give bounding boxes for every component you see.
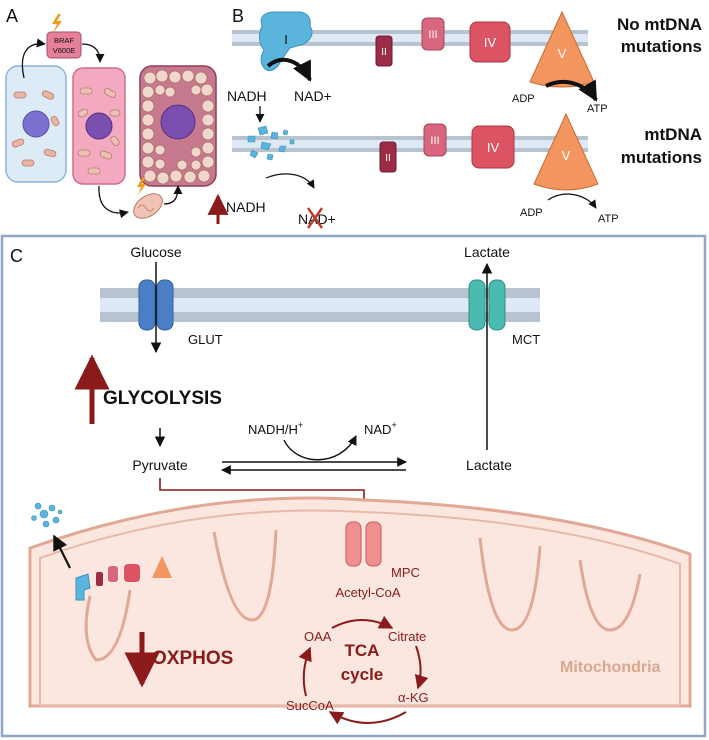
tca-cycle-arrows	[298, 615, 429, 725]
oxphos-label: OXPHOS	[152, 648, 233, 669]
complex-iii-top	[421, 17, 445, 51]
adp-label-top: ADP	[512, 93, 535, 105]
mpc-transporter	[345, 521, 382, 567]
complex-v-label-top: V	[558, 46, 567, 61]
etc-complexes-small	[75, 556, 172, 601]
atp-label-bottom: ATP	[598, 213, 619, 225]
mpc-label: MPC	[391, 565, 420, 580]
no-mtdna-title-2: mutations	[621, 37, 702, 56]
lightning-icon-2	[137, 178, 146, 195]
nadh-oxidation-arrow	[283, 435, 357, 461]
nadh-h-label: NADH/H+	[248, 420, 303, 437]
membrane-bottom	[232, 136, 588, 152]
panel-b: B I NADH NAD+ II III IV V ADP	[207, 6, 702, 229]
oaa-label: OAA	[304, 629, 332, 644]
complex-iv-bottom	[471, 125, 515, 169]
nadh-increased-label: NADH	[226, 199, 266, 215]
nadh-to-nad-arrow-bottom	[265, 173, 315, 189]
v600e-label: V600E	[53, 46, 76, 55]
panel-c-frame	[0, 234, 707, 738]
braf-badge: BRAF V600E	[46, 14, 82, 59]
mtdna-title-1: mtDNA	[644, 125, 702, 144]
citrate-label: Citrate	[388, 629, 426, 644]
cross-icon	[307, 207, 323, 229]
braf-label: BRAF	[54, 36, 74, 45]
complex-i-label: I	[284, 32, 288, 47]
nadh-label-top: NADH	[227, 88, 267, 104]
complex-iv-label-top: IV	[484, 35, 497, 50]
complex-i: I	[258, 11, 313, 72]
adp-to-atp-arrow-top	[545, 79, 598, 102]
normal-cell	[5, 65, 67, 183]
membrane-top	[232, 30, 588, 46]
mutated-mitochondrion	[133, 178, 163, 219]
arrow-mito-to-cell3	[163, 185, 183, 205]
tca-label-2: cycle	[341, 665, 384, 684]
glycolysis-label: GLYCOLYSIS	[103, 388, 222, 409]
plasma-membrane	[100, 288, 540, 322]
lactate-in-label: Lactate	[466, 457, 512, 473]
nadh-to-nad-arrow-top	[266, 57, 312, 82]
complex-ii-label-top: II	[381, 47, 387, 58]
tca-label-1: TCA	[345, 641, 380, 660]
complex-ii-bottom	[379, 141, 397, 173]
complex-v-label-bottom: V	[562, 148, 571, 163]
mct-transporter	[468, 279, 506, 331]
arrow-cell2-to-mito	[98, 185, 129, 219]
mtdna-title-2: mutations	[621, 148, 702, 167]
glut-transporter	[138, 279, 174, 331]
complex-i-debris	[31, 502, 63, 528]
complex-iv-label-bottom: IV	[487, 140, 500, 155]
lightning-icon	[52, 14, 62, 33]
complex-iii-bottom	[423, 123, 447, 157]
nad-plus-label-top: NAD+	[294, 88, 332, 104]
panel-a: A BRAF V600E	[5, 6, 217, 219]
adp-label-bottom: ADP	[520, 207, 543, 219]
complex-i-loss-arrow	[53, 534, 71, 569]
arrow-cell1-to-braf	[21, 38, 46, 79]
pyruvate-label: Pyruvate	[132, 457, 187, 473]
nad-label: NAD+	[364, 420, 397, 437]
complex-ii-top	[375, 35, 393, 67]
succoa-label: SucCoA	[286, 698, 334, 713]
braf-cell	[72, 67, 126, 185]
panel-b-label: B	[232, 6, 244, 26]
adp-to-atp-arrow-bottom	[547, 193, 597, 209]
complex-i-fragments	[247, 125, 295, 161]
acetyl-coa-label: Acetyl-CoA	[335, 585, 400, 600]
mitochondria-label: Mitochondria	[560, 659, 661, 676]
complex-v-bottom	[533, 112, 599, 191]
mitochondria-icons	[11, 90, 60, 167]
complex-ii-label-bottom: II	[385, 153, 391, 164]
panel-a-label: A	[6, 6, 18, 26]
mct-label: MCT	[512, 332, 540, 347]
mitochondrion	[28, 496, 692, 708]
akg-label: α-KG	[398, 690, 429, 705]
panel-c-label: C	[10, 246, 23, 266]
panel-c: C Glucose GLUT Lactate MCT GLYCOLYSIS Py…	[0, 234, 707, 738]
complex-iii-label-top: III	[428, 29, 437, 41]
oncocytic-cell	[139, 65, 217, 187]
no-mtdna-title-1: No mtDNA	[617, 15, 702, 34]
atp-label-top: ATP	[587, 103, 608, 115]
glut-label: GLUT	[188, 332, 223, 347]
arrow-braf-to-cell2	[81, 43, 105, 63]
lactate-out-label: Lactate	[464, 244, 510, 260]
complex-iv-top	[469, 21, 511, 63]
glucose-label: Glucose	[130, 244, 182, 260]
complex-iii-label-bottom: III	[430, 135, 439, 147]
